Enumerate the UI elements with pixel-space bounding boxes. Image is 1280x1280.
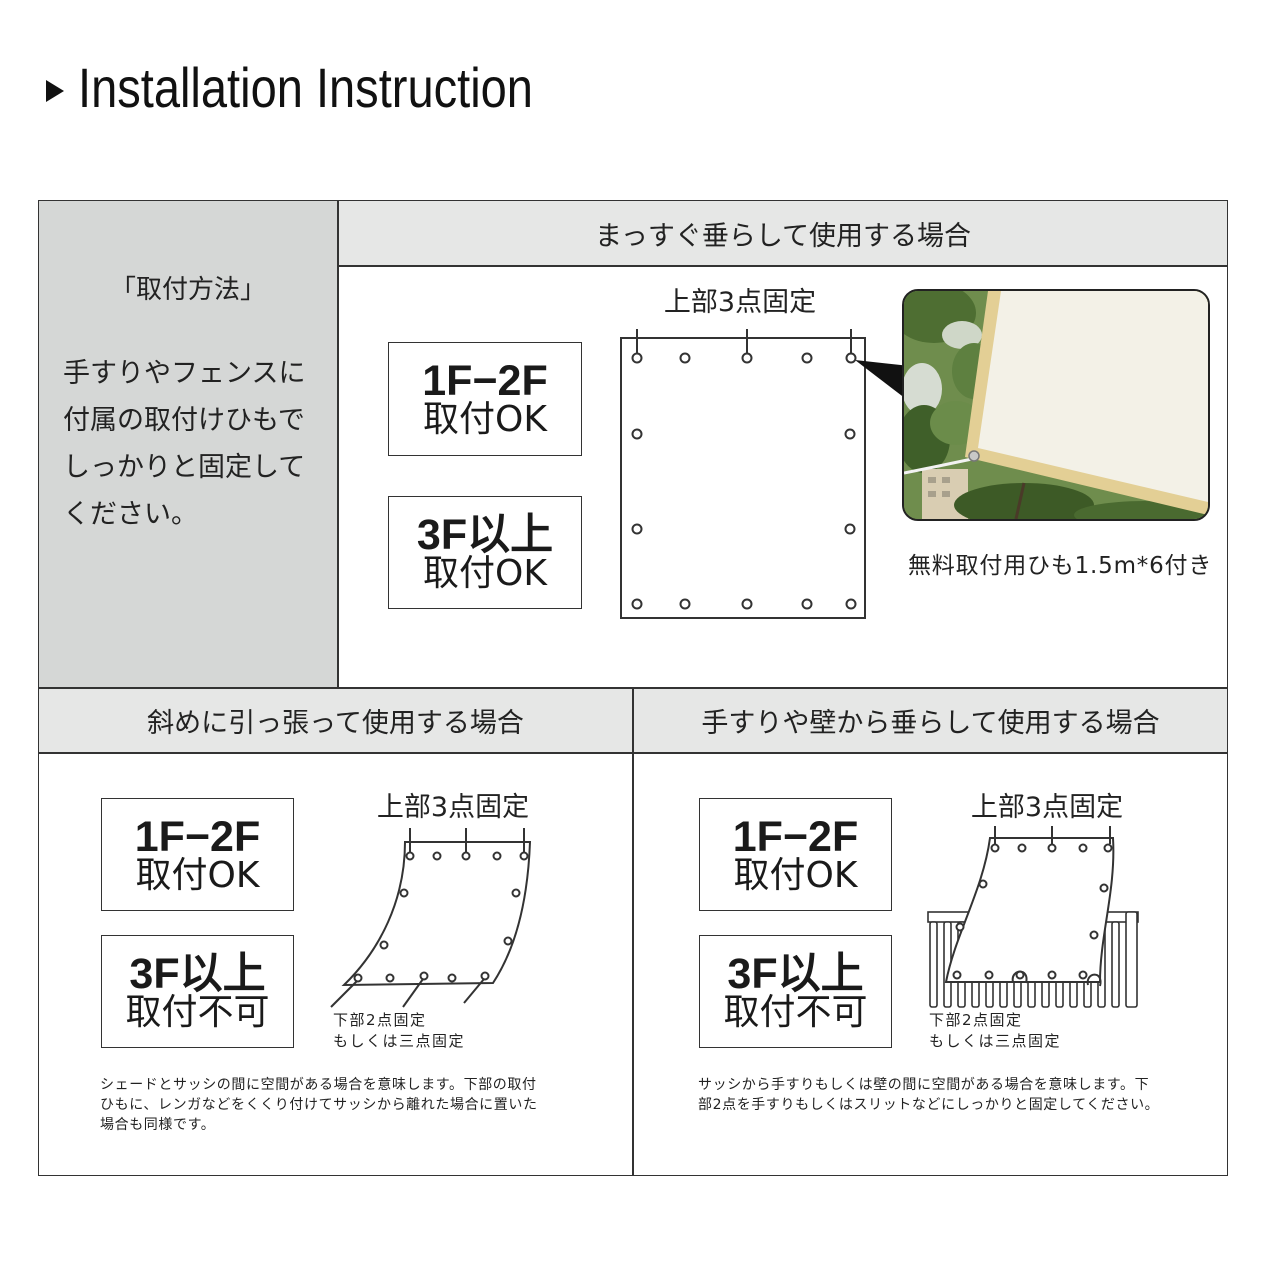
product-photo: [902, 289, 1210, 521]
install-status: 取付不可: [125, 992, 270, 1033]
top-fix-label: 上部3点固定: [663, 287, 817, 318]
photo-building-window: [928, 477, 936, 483]
floor-range: 3F以上: [727, 950, 864, 998]
photo-sky: [904, 363, 942, 415]
install-status: 取付不可: [723, 992, 868, 1033]
photo-sky: [942, 321, 982, 349]
top-fix-label: 上部3点固定: [376, 792, 530, 823]
method-line: しっかりと固定して: [63, 452, 306, 483]
bottom-fix-label: 下部2点固定 もしくは三点固定: [333, 1010, 465, 1052]
bottom-fix-line: もしくは三点固定: [929, 1032, 1062, 1050]
note-line: 場合も同様です。: [100, 1117, 216, 1133]
divider-straight-header: [338, 265, 1228, 267]
divider-top-section: [38, 687, 1228, 689]
floor-rating-box-1f-2f: 1F−2F 取付OK: [101, 798, 294, 911]
railing-hanging-header: 手すりや壁から垂らして使用する場合: [633, 688, 1228, 753]
tie-string: [904, 457, 973, 475]
photo-building-window: [942, 477, 950, 483]
floor-range: 1F−2F: [422, 357, 548, 405]
diagonal-pull-header: 斜めに引っ張って使用する場合: [38, 688, 633, 753]
bottom-fix-line: もしくは三点固定: [333, 1032, 466, 1050]
install-status: 取付OK: [733, 855, 858, 896]
method-line: 手すりやフェンスに: [63, 358, 306, 389]
floor-rating-box-1f-2f: 1F−2F 取付OK: [699, 798, 892, 911]
bottom-fix-line: 下部2点固定: [929, 1011, 1023, 1029]
top-fix-label: 上部3点固定: [970, 792, 1124, 823]
install-status: 取付OK: [423, 553, 547, 594]
diagonal-note: シェードとサッシの間に空間がある場合を意味します。下部の取付 ひもに、レンガなど…: [100, 1075, 538, 1135]
floor-rating-box-3f-plus: 3F以上 取付不可: [699, 935, 892, 1048]
triangle-right-icon: [46, 80, 64, 102]
divider-bottom-columns: [632, 688, 634, 1176]
shade-fabric: [978, 291, 1208, 502]
instruction-table-frame: [38, 200, 1228, 1176]
note-line: サッシから手すりもしくは壁の間に空間がある場合を意味します。下: [698, 1077, 1150, 1093]
floor-range: 3F以上: [129, 950, 266, 998]
photo-caption: 無料取付用ひも1.5m*6付き: [908, 553, 1213, 579]
photo-tree: [954, 483, 1094, 519]
straight-hanging-header: まっすぐ垂らして使用する場合: [338, 200, 1228, 266]
method-heading: 「取付方法」: [109, 275, 266, 305]
floor-rating-box-1f-2f: 1F−2F 取付OK: [388, 342, 582, 456]
divider-method-column: [337, 200, 339, 688]
floor-range: 1F−2F: [134, 813, 261, 861]
note-line: シェードとサッシの間に空間がある場合を意味します。下部の取付: [100, 1077, 537, 1093]
floor-rating-box-3f-plus: 3F以上 取付OK: [388, 496, 582, 609]
method-description: 手すりやフェンスに 付属の取付けひもで しっかりと固定して ください。: [63, 350, 305, 538]
note-line: ひもに、レンガなどをくくり付けてサッシから離れた場合に置いた: [100, 1097, 538, 1113]
grommet-hole: [968, 450, 980, 462]
method-panel: [38, 200, 338, 688]
railing-note: サッシから手すりもしくは壁の間に空間がある場合を意味します。下 部2点を手すりも…: [698, 1075, 1159, 1115]
product-photo-image: [904, 291, 1208, 519]
install-status: 取付OK: [423, 399, 547, 440]
floor-range: 1F−2F: [732, 813, 859, 861]
page-title: Installation Instruction: [78, 56, 533, 119]
method-line: 付属の取付けひもで: [63, 405, 305, 436]
floor-range: 3F以上: [416, 511, 554, 559]
photo-building-window: [928, 491, 936, 497]
note-line: 部2点を手すりもしくはスリットなどにしっかりと固定してください。: [698, 1097, 1160, 1113]
bottom-fix-label: 下部2点固定 もしくは三点固定: [929, 1010, 1061, 1052]
photo-building-window: [942, 491, 950, 497]
bottom-fix-line: 下部2点固定: [333, 1011, 427, 1029]
method-line: ください。: [63, 499, 198, 530]
install-status: 取付OK: [135, 855, 260, 896]
floor-rating-box-3f-plus: 3F以上 取付不可: [101, 935, 294, 1048]
photo-tree-trunk: [1014, 482, 1026, 519]
